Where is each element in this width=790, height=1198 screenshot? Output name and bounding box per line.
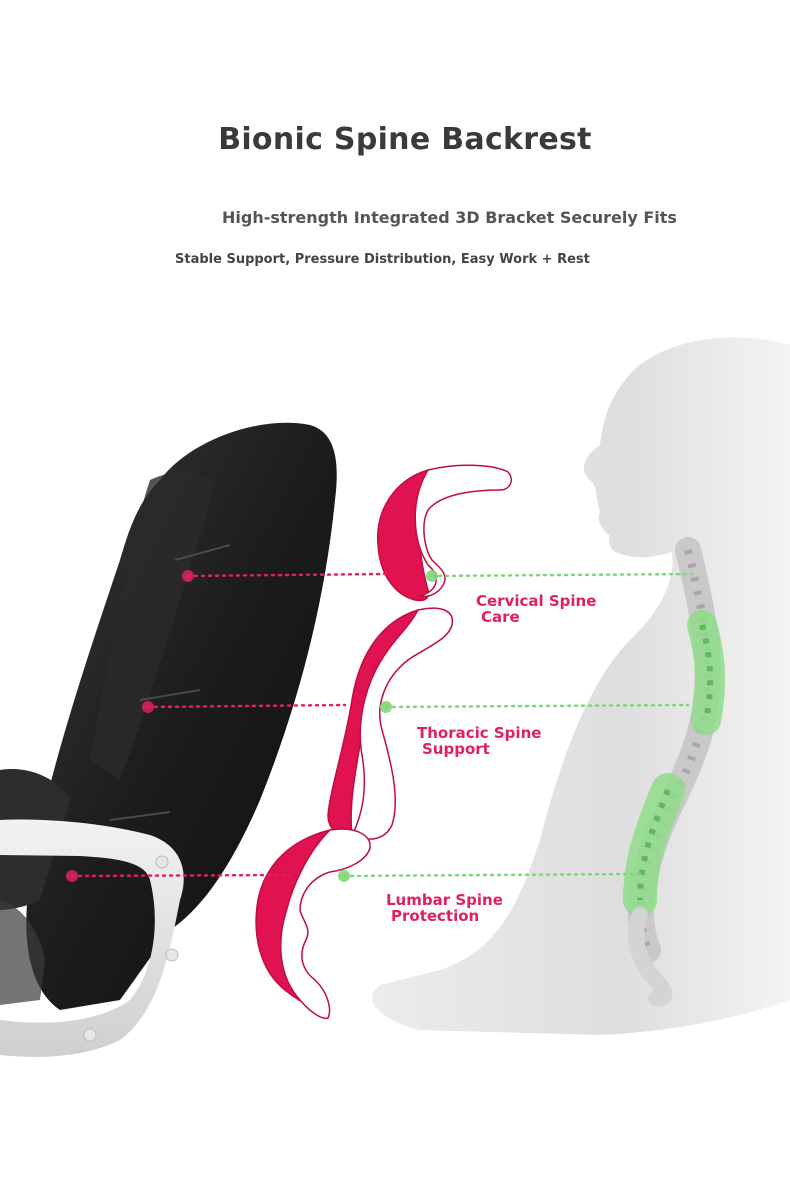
thoracic-guide-line <box>142 701 690 713</box>
page-title: Bionic Spine Backrest <box>218 122 592 157</box>
spine-icon <box>623 537 726 1007</box>
cervical-label-line1: Cervical Spine <box>476 592 597 610</box>
lumbar-cushion-shape <box>255 828 371 1020</box>
cervical-cushion-shape <box>376 464 512 602</box>
thoracic-label: Thoracic Spine Support <box>417 725 541 757</box>
cervical-label-line2: Care <box>481 608 520 626</box>
human-silhouette-icon <box>372 337 790 1036</box>
lumbar-label-line2: Protection <box>391 907 480 925</box>
page-subtitle: High-strength Integrated 3D Bracket Secu… <box>222 208 677 227</box>
cervical-guide-line <box>182 570 694 582</box>
lumbar-label-line1: Lumbar Spine <box>386 891 503 909</box>
office-chair-icon <box>0 422 337 1057</box>
page-tagline: Stable Support, Pressure Distribution, E… <box>175 252 590 267</box>
cervical-label: Cervical Spine Care <box>476 593 596 625</box>
lumbar-guide-line <box>66 870 642 882</box>
thoracic-label-line2: Support <box>422 740 490 758</box>
lumbar-label: Lumbar Spine Protection <box>386 892 503 924</box>
thoracic-label-line1: Thoracic Spine <box>417 724 542 742</box>
